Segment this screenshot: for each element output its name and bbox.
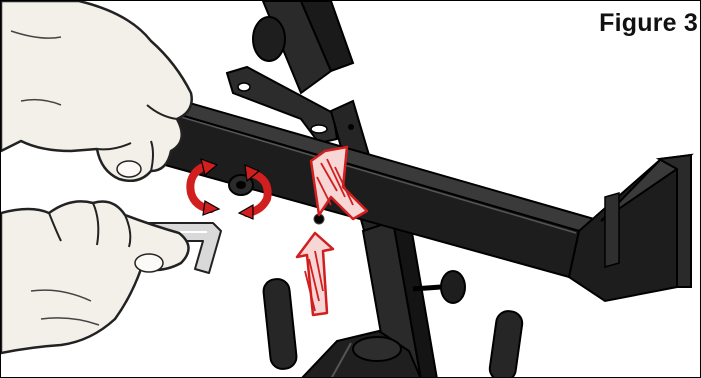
- push-up-arrow-icon: [297, 233, 333, 315]
- rubber-foot: [488, 310, 523, 378]
- rubber-foot: [262, 278, 297, 370]
- figure-label: Figure 3: [599, 9, 698, 38]
- hand-upper: [1, 1, 192, 181]
- hand-lower: [1, 201, 221, 353]
